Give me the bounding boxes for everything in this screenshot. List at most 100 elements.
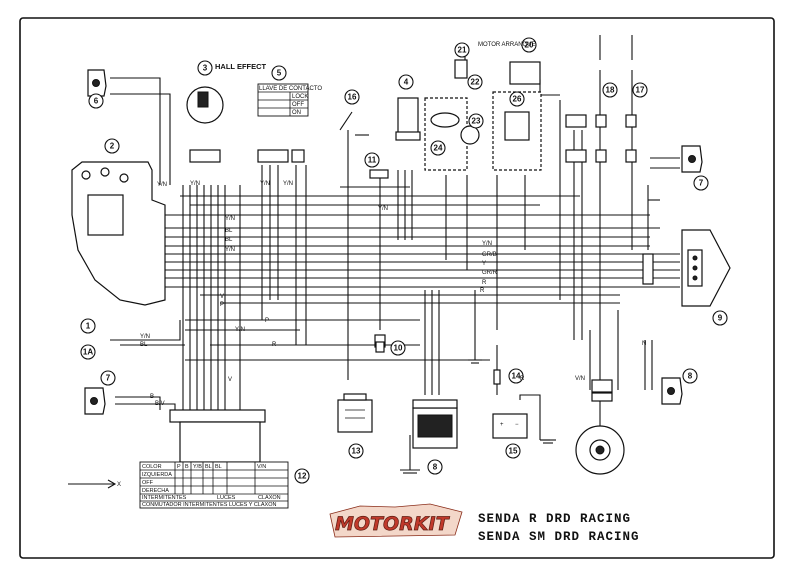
component-number-circle <box>712 310 728 326</box>
wire-label: Y/N <box>190 181 200 187</box>
component-number-circle <box>104 138 120 154</box>
ignition-table-title: LLAVE DE CONTACTO <box>259 86 322 92</box>
svg-text:MOTORKIT: MOTORKIT <box>335 513 451 535</box>
ignition-switch <box>257 83 309 117</box>
component-number: 17 <box>636 86 645 95</box>
component-number: 26 <box>513 95 522 104</box>
component-number: 12 <box>298 472 307 481</box>
headlight <box>681 229 731 307</box>
regulator <box>337 393 373 433</box>
wire-label: Y/N <box>260 181 270 187</box>
component-number: 3 <box>203 64 208 73</box>
component-number: 8 <box>433 463 438 472</box>
component-10 <box>375 341 385 353</box>
component-number: 5 <box>277 69 282 78</box>
component-number: 6 <box>94 97 99 106</box>
fuse <box>493 369 501 385</box>
component-number: 2 <box>110 142 115 151</box>
hall-effect-sensor <box>186 86 224 124</box>
component-number-circle <box>693 175 709 191</box>
starter-motor-annotation: MOTOR ARRANQUE <box>478 42 536 48</box>
wire-label: BL <box>140 342 148 348</box>
switch-7-left <box>84 387 106 415</box>
table-row-off: OFF <box>142 480 154 486</box>
wire-bus <box>165 186 680 361</box>
arrow-label: X <box>117 482 121 488</box>
ground-symbols <box>355 134 556 474</box>
switch-table <box>139 461 289 509</box>
component-number-circle <box>348 443 364 459</box>
table-row-color: COLOR <box>142 464 162 470</box>
component-number-circle <box>467 74 483 90</box>
component-number: 16 <box>348 93 357 102</box>
wire-label: R <box>482 280 487 286</box>
component-number: 8 <box>688 372 693 381</box>
component-number-circle <box>602 82 618 98</box>
component-number-circle <box>344 89 360 105</box>
wire-label: BL <box>225 237 233 243</box>
wire-label: Y/N <box>157 182 167 188</box>
switch-7-right <box>681 145 703 173</box>
switch-8-right <box>661 377 683 405</box>
component-number: 13 <box>352 447 361 456</box>
table-col-b: B <box>185 464 189 470</box>
title-line-1: SENDA R DRD RACING <box>478 512 631 526</box>
component-number-circle <box>80 318 96 334</box>
wire-label: V <box>220 294 224 300</box>
wire-label: B/V <box>155 401 165 407</box>
component-number-circle <box>364 152 380 168</box>
table-row-izquierda: IZQUIERDA <box>142 472 172 478</box>
table-label-luces: LUCES <box>217 495 236 501</box>
component-number: 23 <box>472 117 481 126</box>
wire-label: P <box>265 318 269 324</box>
wire-label: Y/N <box>225 216 235 222</box>
component-number-circle <box>88 93 104 109</box>
component-number-circle <box>427 459 443 475</box>
table-col-bl: BL <box>205 464 212 470</box>
component-number-circle <box>197 60 213 76</box>
table-col-p: P <box>177 464 181 470</box>
wire-label: GR/R <box>482 270 498 276</box>
svg-text:+: + <box>500 422 504 428</box>
switch-6 <box>87 69 107 97</box>
table-col-yb: Y/B <box>193 464 202 470</box>
component-number-circle <box>430 140 446 156</box>
wire-label: BL <box>225 228 233 234</box>
component-number-circle <box>454 42 470 58</box>
wire-label: Y/N <box>235 327 245 333</box>
component-number: 22 <box>471 78 480 87</box>
wire-label: N <box>642 341 646 347</box>
component-number-circle <box>468 113 484 129</box>
ignition-table-off: OFF <box>292 102 304 108</box>
component-number-circle <box>508 368 524 384</box>
table-footer: CONMUTADOR INTERMITENTES LUCES Y CLAXON <box>142 502 276 508</box>
wire-connectors <box>110 35 680 470</box>
rectifier <box>412 399 458 449</box>
diagram-frame <box>19 17 775 559</box>
connector-blocks <box>169 114 654 463</box>
component-number-circle <box>398 74 414 90</box>
component-number-circle <box>682 368 698 384</box>
wire-verticals <box>182 70 653 430</box>
table-col-bl2: BL <box>215 464 222 470</box>
wire-label: GR/B <box>482 252 497 258</box>
title-line-2: SENDA SM DRD RACING <box>478 530 640 544</box>
ignition-table-on: ON <box>292 110 301 116</box>
wire-label: R <box>272 342 277 348</box>
component-number: 24 <box>434 144 443 153</box>
component-number-circle <box>390 340 406 356</box>
component-4-relay <box>395 97 421 141</box>
component-number-circle <box>271 65 287 81</box>
wire-label: Y/N <box>378 206 388 212</box>
component-number: 7 <box>699 179 704 188</box>
component-number-circle <box>100 370 116 386</box>
component-numbers: 11A2345677910111213141617181520212223242… <box>80 37 728 484</box>
wire-label: Y <box>482 261 486 267</box>
svg-text:−: − <box>515 422 519 428</box>
battery: + − <box>492 413 528 439</box>
wire-label: Y/N <box>283 181 293 187</box>
component-number: 10 <box>394 344 403 353</box>
magneto <box>575 425 625 475</box>
wire-label: V <box>228 377 232 383</box>
